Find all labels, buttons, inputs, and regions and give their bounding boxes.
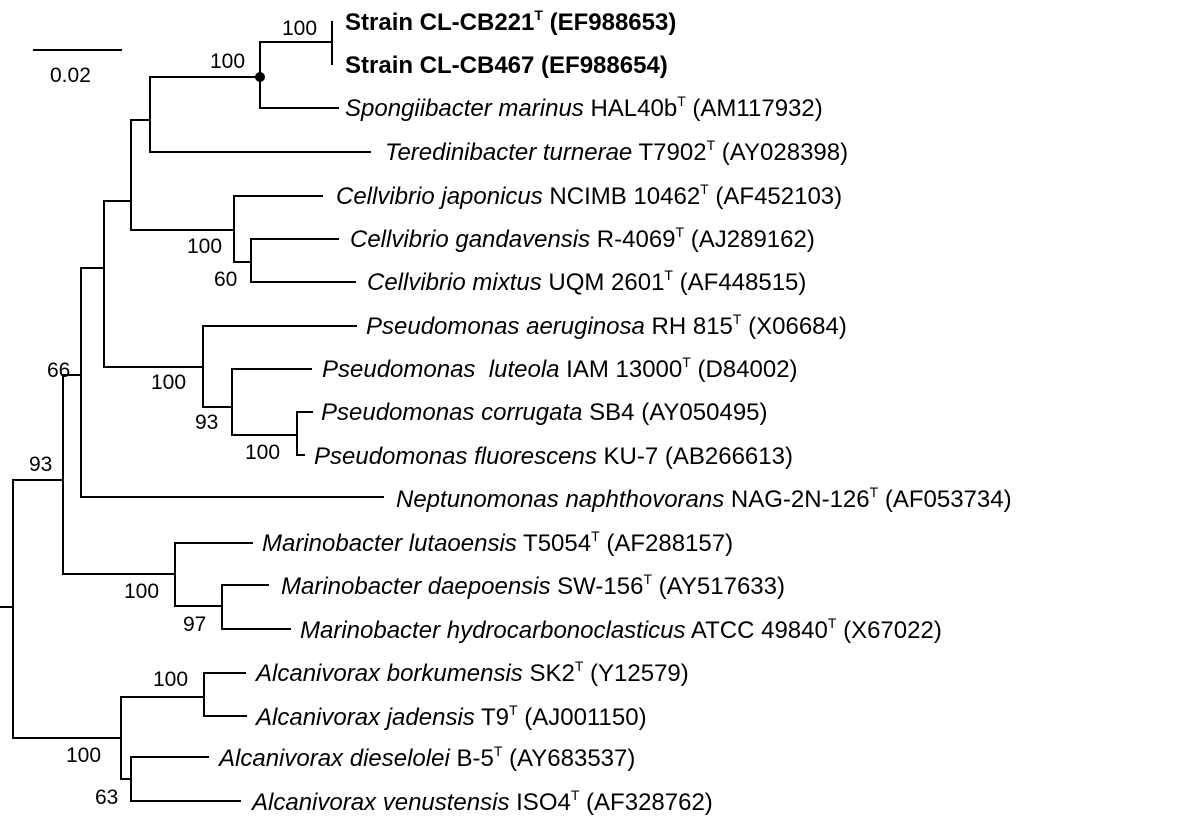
node-marker: [255, 72, 265, 82]
bootstrap-value: 60: [214, 268, 237, 291]
bootstrap-value: 100: [210, 50, 245, 73]
taxon-label: Alcanivorax dieselolei B-5T (AY683537): [217, 743, 635, 772]
taxon-label: Marinobacter daepoensis SW-156T (AY51763…: [281, 571, 785, 600]
bootstrap-value: 100: [124, 580, 159, 603]
taxon-label: Alcanivorax jadensis T9T (AJ001150): [254, 702, 647, 731]
taxon-label: Pseudomonas luteola IAM 13000T (D84002): [322, 354, 798, 383]
taxon-label: Cellvibrio japonicus NCIMB 10462T (AF452…: [336, 181, 842, 210]
taxon-label: Pseudomonas corrugata SB4 (AY050495): [321, 399, 768, 426]
bootstrap-value: 100: [187, 235, 222, 258]
bootstrap-value: 100: [245, 441, 280, 464]
bootstrap-values: 100 100 100 60 100 93 100 66 93 100 97 1…: [29, 17, 317, 809]
taxon-labels: Strain CL-CB221T (EF988653) Strain CL-CB4…: [217, 7, 1012, 816]
taxon-label: Pseudomonas aeruginosa RH 815T (X06684): [366, 311, 847, 340]
bootstrap-value: 93: [29, 453, 52, 476]
taxon-label: Cellvibrio gandavensis R-4069T (AJ289162…: [350, 224, 815, 253]
taxon-label: Alcanivorax borkumensis SK2T (Y12579): [254, 658, 689, 687]
taxon-label: Cellvibrio mixtus UQM 2601T (AF448515): [367, 267, 806, 296]
taxon-label: Marinobacter hydrocarbonoclasticus ATCC …: [300, 615, 942, 644]
taxon-label: Teredinibacter turnerae T7902T (AY028398…: [385, 137, 848, 166]
taxon-label: Strain CL-CB467 (EF988654): [345, 52, 668, 79]
bootstrap-value: 97: [183, 613, 206, 636]
bootstrap-value: 100: [153, 668, 188, 691]
taxon-label: Alcanivorax venustensis ISO4T (AF328762): [250, 787, 713, 816]
bootstrap-value: 93: [195, 411, 218, 434]
bootstrap-value: 66: [47, 359, 70, 382]
bootstrap-value: 63: [95, 786, 118, 809]
taxon-label: Strain CL-CB221T (EF988653): [345, 7, 676, 36]
taxon-label: Spongiibacter marinus HAL40bT (AM117932): [345, 93, 823, 122]
bootstrap-value: 100: [151, 371, 186, 394]
tree-branches: [0, 21, 384, 802]
taxon-label: Neptunomonas naphthovorans NAG-2N-126T (…: [396, 484, 1012, 513]
bootstrap-value: 100: [282, 17, 317, 40]
taxon-label: Pseudomonas fluorescens KU-7 (AB266613): [314, 443, 793, 470]
scale-bar: 0.02: [33, 49, 122, 87]
taxon-label: Marinobacter lutaoensis T5054T (AF288157…: [262, 528, 733, 557]
bootstrap-value: 100: [66, 744, 101, 767]
scale-bar-label: 0.02: [50, 64, 91, 87]
